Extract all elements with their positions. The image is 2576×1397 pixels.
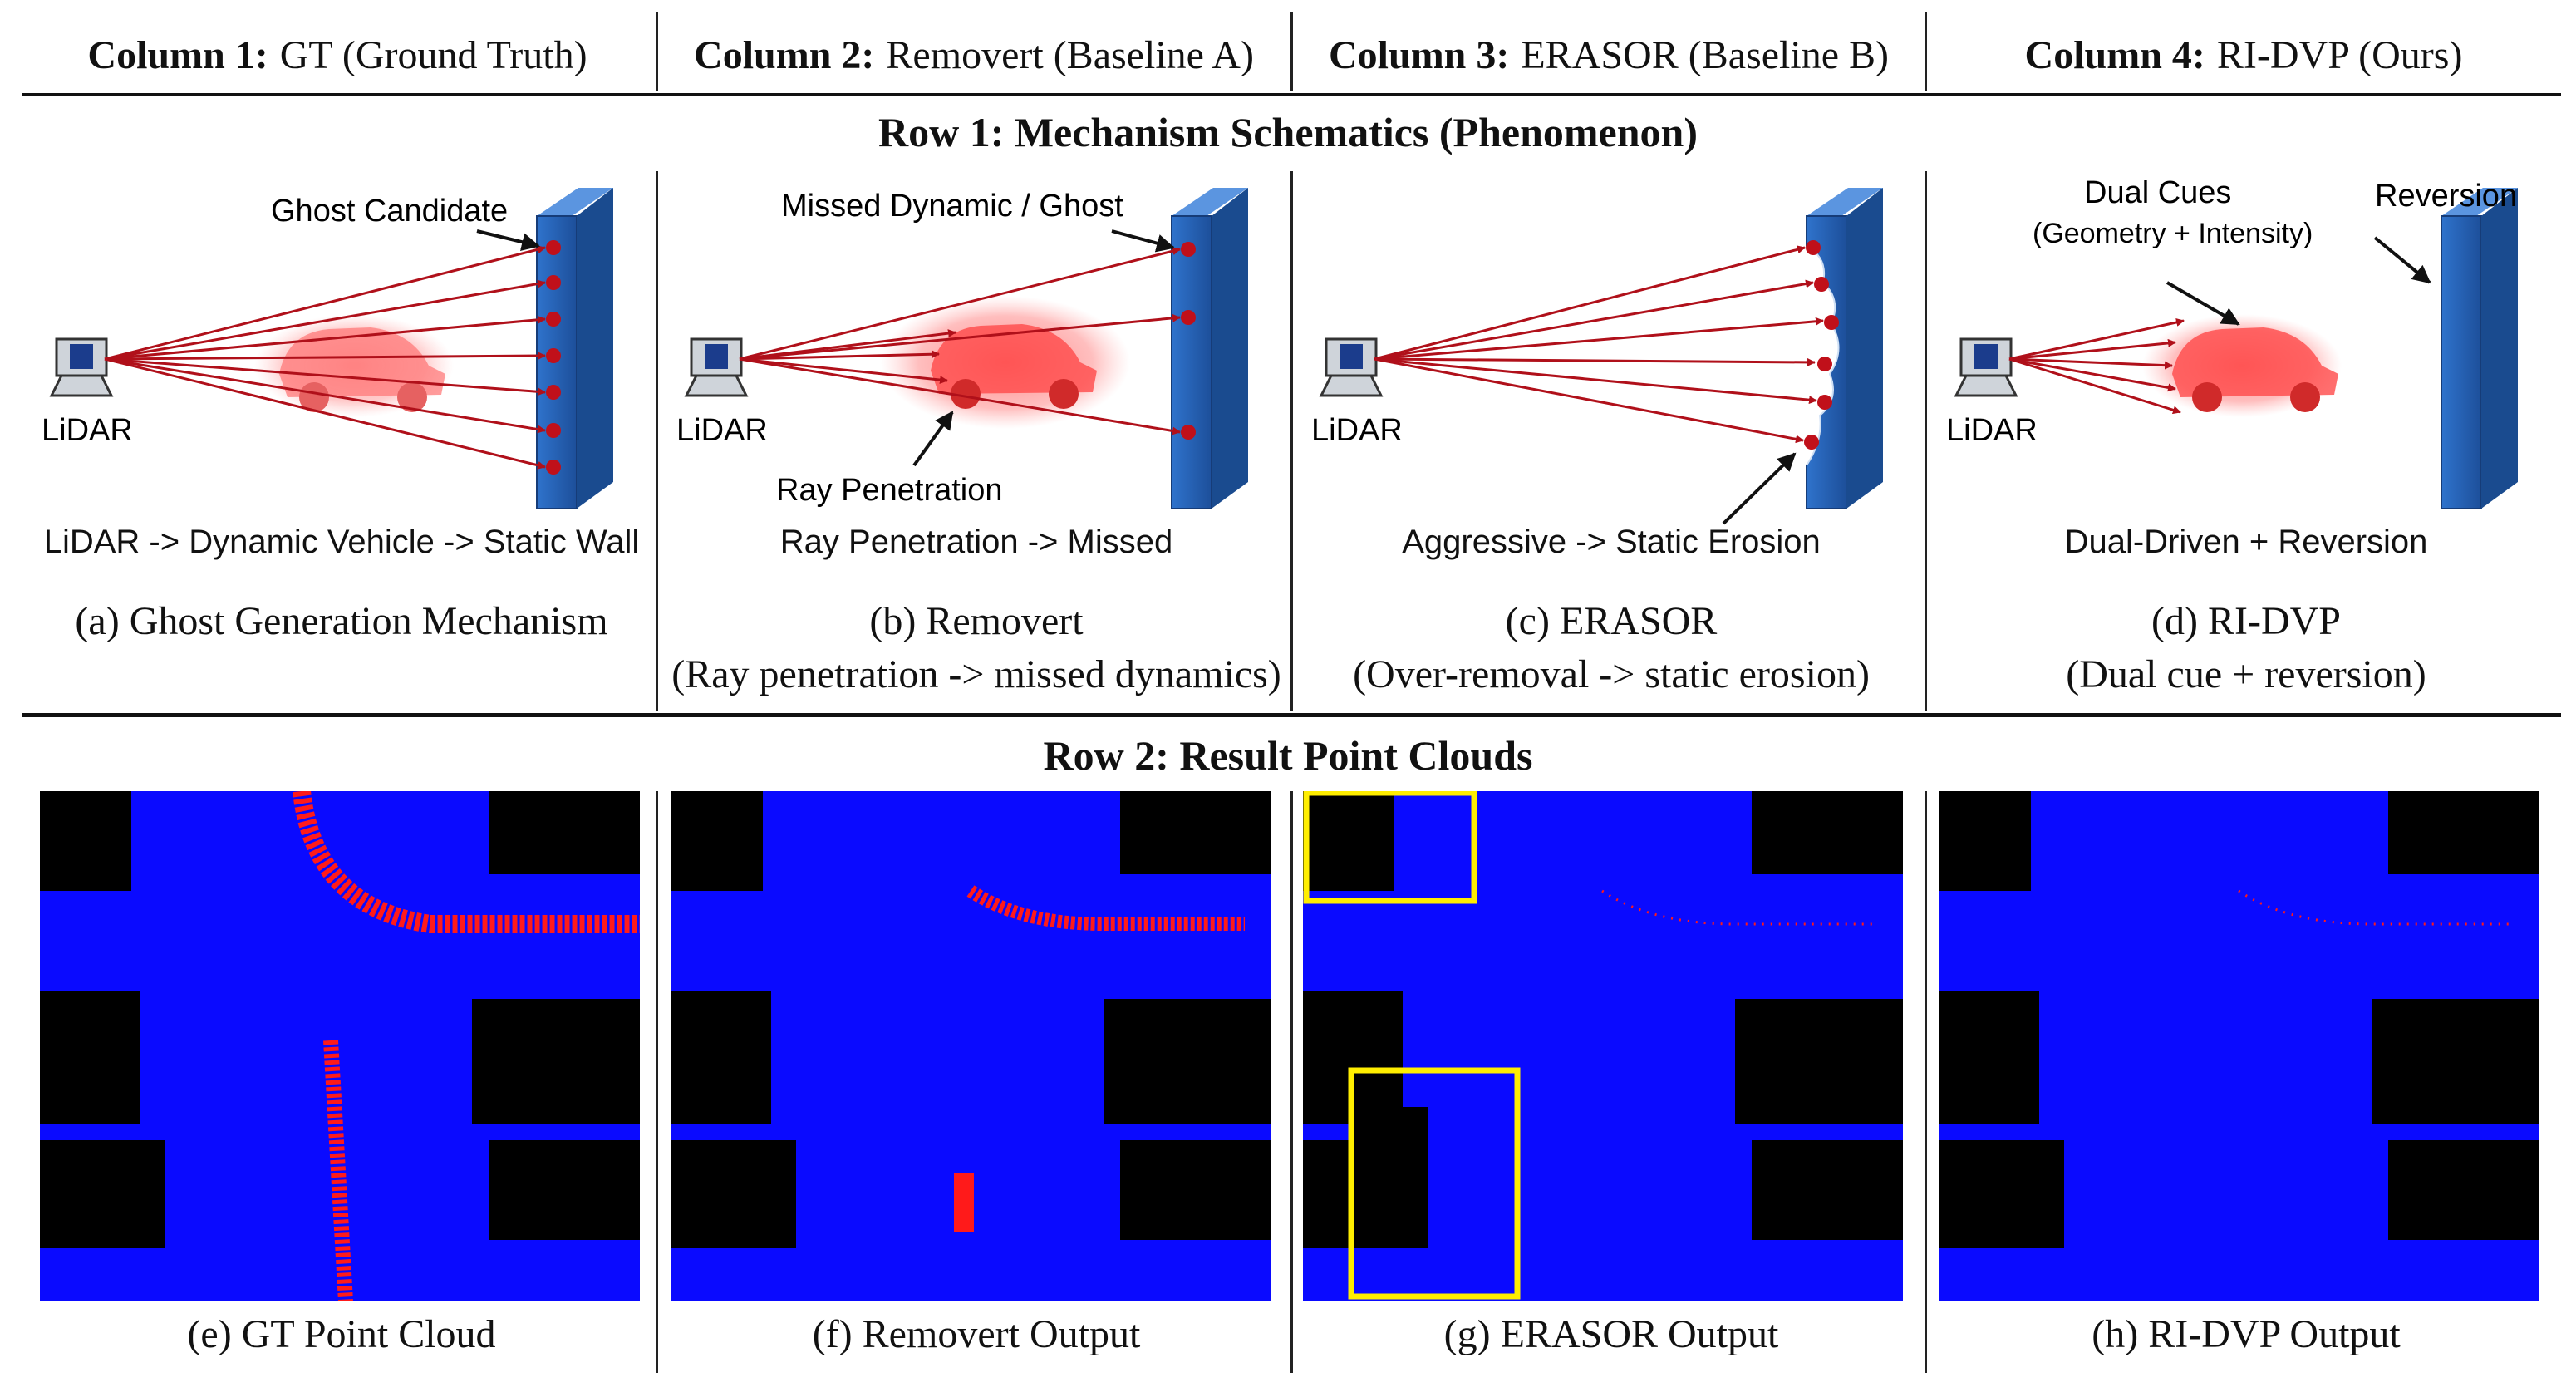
row2-divider-3	[1925, 791, 1927, 1373]
lidar-sensor-icon	[49, 337, 114, 397]
pointcloud-erasor	[1303, 791, 1903, 1301]
static-wall	[536, 188, 613, 509]
annotation-ghost-candidate: Ghost Candidate	[271, 194, 508, 229]
schematic-d: Dual Cues (Geometry + Intensity) Reversi…	[1926, 166, 2566, 715]
pointcloud-gt	[40, 791, 640, 1301]
residual-dynamic-curve	[966, 885, 1245, 931]
ghost-points	[546, 240, 561, 475]
annotation-missed-dynamic: Missed Dynamic / Ghost	[781, 189, 1123, 224]
lidar-rays	[104, 245, 546, 470]
caption-c-line2: (Over-removal -> static erosion)	[1353, 652, 1870, 696]
annotation-ray-penetration: Ray Penetration	[776, 473, 1003, 508]
dynamic-vehicle	[2142, 314, 2342, 417]
caption-e: (e) GT Point Cloud	[187, 1312, 496, 1356]
header-divider-2	[1290, 12, 1293, 91]
annotation-reversion: Reversion	[2375, 179, 2517, 214]
lidar-label: LiDAR	[1311, 413, 1403, 448]
row1-title: Row 1: Mechanism Schematics (Phenomenon)	[878, 109, 1698, 155]
caption-d-line2: (Dual cue + reversion)	[2066, 652, 2426, 696]
caption-g: (g) ERASOR Output	[1443, 1312, 1779, 1356]
erosion-highlight-box-bottom	[1348, 1067, 1521, 1300]
schematic-a: Ghost Candidate LiDAR LiDAR -> Dynamic V…	[22, 166, 661, 715]
row2-title: Row 2: Result Point Clouds	[1043, 732, 1533, 779]
reversion-arrow	[2373, 236, 2431, 284]
caption-a-line1: (a) Ghost Generation Mechanism	[75, 599, 608, 643]
lidar-label: LiDAR	[1946, 413, 2038, 448]
faint-trajectory	[1601, 889, 1876, 926]
faint-trajectory	[2238, 889, 2513, 926]
eroded-points	[1804, 240, 1839, 450]
static-wall	[1171, 188, 1248, 509]
row-separator-rule	[22, 713, 2561, 717]
row2-divider-2	[1290, 791, 1293, 1373]
mechanism-label: Ray Penetration -> Missed	[779, 524, 1173, 560]
lidar-sensor-icon	[684, 337, 749, 397]
caption-b-line2: (Ray penetration -> missed dynamics)	[671, 652, 1281, 696]
lidar-label: LiDAR	[676, 413, 768, 448]
caption-h: (h) RI-DVP Output	[2092, 1312, 2401, 1356]
dynamic-trajectory-curve	[293, 791, 640, 933]
reverted-wall	[2441, 188, 2518, 509]
header-rule	[22, 93, 2561, 96]
ghost-candidate-arrow	[476, 229, 540, 251]
building-blocks	[40, 791, 640, 1248]
residual-dynamic-blob	[954, 1173, 974, 1232]
building-blocks	[671, 791, 1271, 1248]
header-divider-3	[1925, 12, 1927, 91]
row2-divider-1	[656, 791, 658, 1373]
dynamic-vehicle	[881, 296, 1130, 429]
caption-b-line1: (b) Removert	[869, 599, 1084, 643]
static-erosion-arrow	[1722, 452, 1797, 525]
building-blocks	[1939, 791, 2539, 1248]
lidar-label: LiDAR	[42, 413, 133, 448]
schematic-b: Missed Dynamic / Ghost Ray Penetration L…	[656, 166, 1296, 715]
header-divider-1	[656, 12, 658, 91]
schematic-c: LiDAR Aggressive -> Static Erosion (c) E…	[1291, 166, 1931, 715]
lidar-sensor-icon	[1319, 337, 1384, 397]
mechanism-label: Dual-Driven + Reversion	[2064, 524, 2428, 560]
row1-divider-2	[1290, 171, 1293, 711]
pointcloud-removert	[671, 791, 1271, 1301]
missed-dynamic-arrow	[1111, 229, 1175, 253]
eroded-wall	[1806, 188, 1883, 509]
caption-c-line1: (c) ERASOR	[1505, 599, 1718, 643]
column-header-2: Column 2:Removert (Baseline A)	[694, 32, 1254, 77]
lidar-rays	[739, 247, 1181, 435]
annotation-geometry-intensity: (Geometry + Intensity)	[2033, 218, 2313, 249]
row1-divider-3	[1925, 171, 1927, 711]
column-header-4: Column 4:RI-DVP (Ours)	[2024, 32, 2463, 77]
annotation-dual-cues: Dual Cues	[2084, 175, 2231, 210]
building-blocks	[1303, 791, 1903, 1248]
dual-cues-arrow	[2166, 281, 2240, 326]
dynamic-trajectory-vertical	[323, 1040, 353, 1301]
ghost-points	[1181, 242, 1196, 440]
row1-divider-1	[656, 171, 658, 711]
ray-penetration-arrow	[912, 411, 954, 467]
mechanism-label: LiDAR -> Dynamic Vehicle -> Static Wall	[43, 524, 640, 560]
mechanism-label: Aggressive -> Static Erosion	[1402, 524, 1821, 560]
caption-d-line1: (d) RI-DVP	[2151, 599, 2341, 643]
lidar-sensor-icon	[1954, 337, 2018, 397]
column-header-3: Column 3:ERASOR (Baseline B)	[1329, 32, 1889, 77]
caption-f: (f) Removert Output	[812, 1312, 1141, 1356]
lidar-rays	[1374, 245, 1824, 444]
pointcloud-ridvp	[1939, 791, 2539, 1301]
column-header-1: Column 1:GT (Ground Truth)	[87, 32, 587, 77]
lidar-rays	[2008, 318, 2185, 415]
erosion-highlight-box-top	[1303, 791, 1477, 904]
